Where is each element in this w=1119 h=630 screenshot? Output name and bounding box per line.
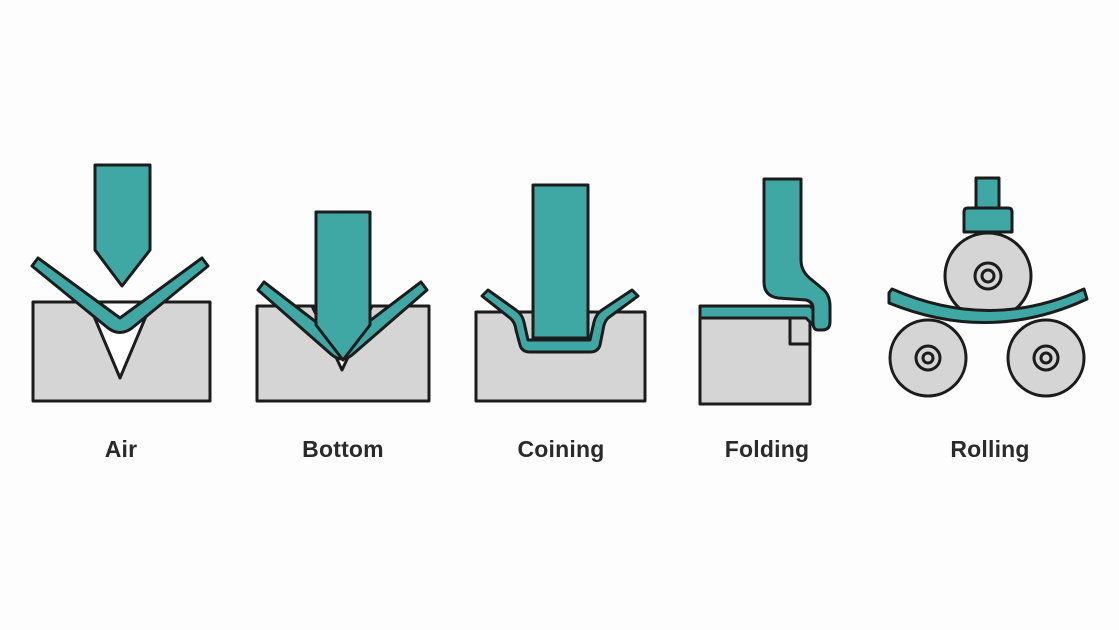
- label-folding: Folding: [724, 436, 810, 462]
- rolling-top-roll-bracket: [962, 206, 1014, 234]
- label-rolling: Rolling: [950, 436, 1030, 462]
- bottom-bending-icon: [255, 210, 431, 403]
- label-bottom: Bottom: [302, 436, 384, 462]
- rolling-icon: [887, 176, 1089, 398]
- label-air: Air: [104, 436, 138, 462]
- air-bending-icon: [30, 163, 212, 403]
- air-punch: [93, 163, 152, 288]
- coining-punch: [531, 183, 590, 340]
- folding-icon: [698, 177, 832, 406]
- rolling-top-roll-hub: [980, 268, 996, 284]
- rolling-left-roll-hub: [921, 351, 935, 365]
- rolling-sheet: [887, 287, 1089, 325]
- coining-sheet: [480, 288, 640, 354]
- folding-blade: [762, 177, 832, 332]
- air-sheet: [30, 256, 210, 334]
- rolling-right-roll-hub: [1039, 351, 1053, 365]
- label-coining: Coining: [517, 436, 605, 462]
- coining-icon: [474, 183, 647, 403]
- bottom-punch: [314, 210, 372, 362]
